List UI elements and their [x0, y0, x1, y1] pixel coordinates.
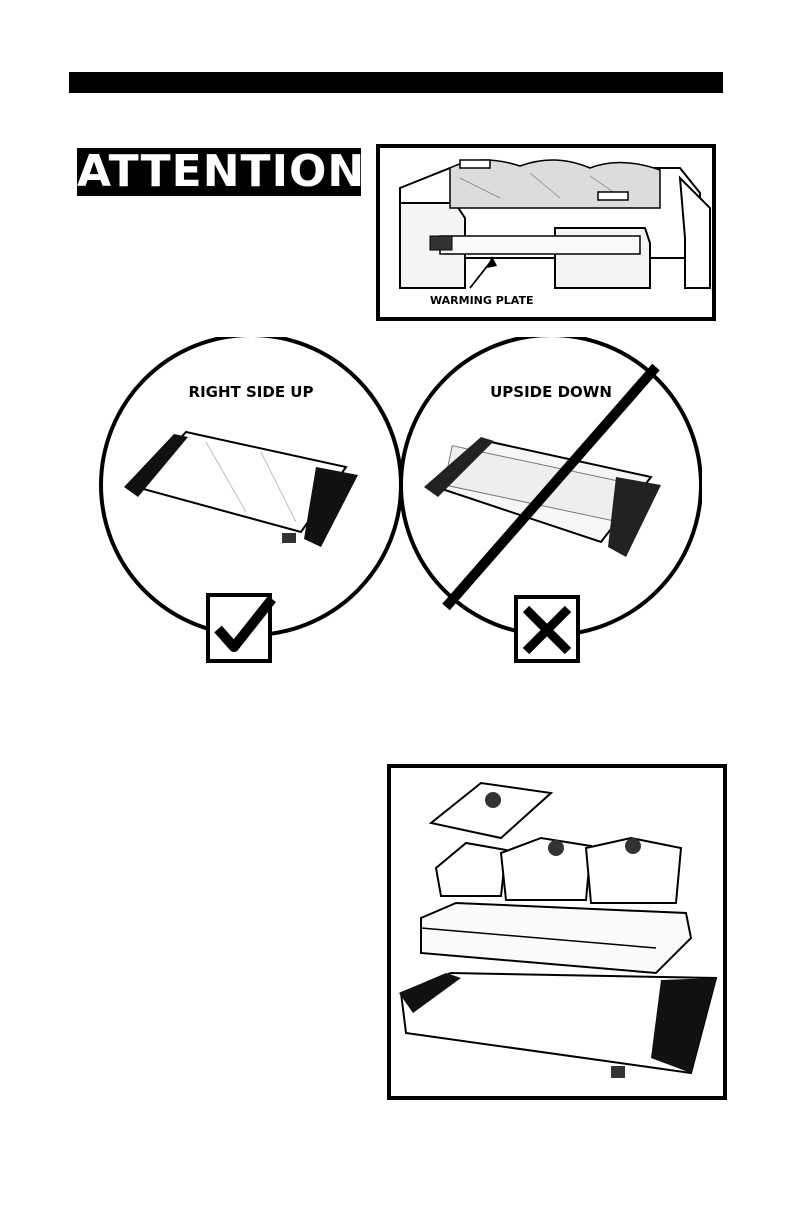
- upside-down-label: UPSIDE DOWN: [490, 383, 612, 401]
- warming-plate-figure: WARMING PLATE: [376, 144, 716, 321]
- warming-plate-label: WARMING PLATE: [430, 294, 533, 307]
- assembly-illustration: [391, 768, 723, 1096]
- header-bar: [69, 72, 723, 93]
- x-mark-icon: [516, 597, 578, 661]
- attention-banner: ATTENTION: [77, 148, 361, 196]
- assembly-figure: [387, 764, 727, 1100]
- orientation-illustration: RIGHT SIDE UP UPSIDE DOWN: [96, 337, 702, 682]
- packaging-illustration: WARMING PLATE: [380, 148, 712, 317]
- check-mark-icon: [208, 595, 272, 661]
- orientation-figure: RIGHT SIDE UP UPSIDE DOWN: [96, 337, 702, 682]
- right-side-up-label: RIGHT SIDE UP: [189, 383, 314, 401]
